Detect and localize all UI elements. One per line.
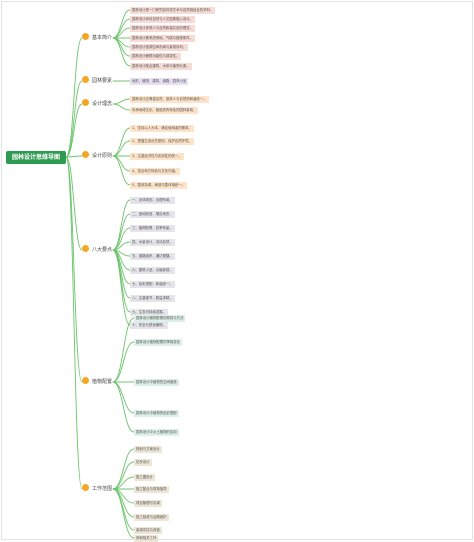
leaf-node[interactable]: 园林设计中乡土植物的应用 <box>134 428 179 436</box>
leaf-node[interactable]: 地形、植物、建筑、道路、园林小品 <box>130 77 189 85</box>
leaf-node[interactable]: 5、整体协调，局部与整体相统一。 <box>130 181 188 189</box>
branch-node[interactable]: 设计理念 <box>82 99 115 109</box>
leaf-connector <box>112 37 131 67</box>
leaf-node[interactable]: 1、坚持以人为本，满足使用者的需求。 <box>130 124 194 132</box>
leaf-node[interactable]: 园林设计植物配置的季相变化 <box>134 338 183 346</box>
branch-label: 设计原则 <box>92 153 113 159</box>
branch-bullet-icon <box>82 33 89 40</box>
leaf-connector <box>112 448 135 490</box>
leaf-node[interactable]: 园林设计体现人与自然和谐共处的理念。 <box>130 24 196 32</box>
leaf-connector <box>112 488 135 539</box>
leaf-node[interactable]: 4、突出地方特色与文化内涵。 <box>130 167 181 175</box>
leaf-node[interactable]: 五、道路组织，通达便捷。 <box>130 252 175 260</box>
leaf-node[interactable]: 三、植物配置，四季有景。 <box>130 224 175 232</box>
branch-label: 基本简介 <box>92 35 113 41</box>
branch-node[interactable]: 植物配置 <box>82 377 115 387</box>
leaf-connector <box>112 9 131 39</box>
leaf-node[interactable]: 施工图设计 <box>134 473 155 481</box>
leaf-node[interactable]: 六、建筑小品，点缀景观。 <box>130 266 175 274</box>
leaf-node[interactable]: 园林设计需考虑场地、气候与植物条件。 <box>130 34 196 42</box>
leaf-node[interactable]: 七、色彩搭配，和谐统一。 <box>130 280 175 288</box>
leaf-node[interactable]: 四、水景设计，灵动自然。 <box>130 238 175 246</box>
leaf-node[interactable]: 竣工验收与后期维护 <box>134 513 169 521</box>
leaf-node[interactable]: 传承地域文化，营造具有特色的园林景观。 <box>130 106 199 114</box>
leaf-node[interactable]: 园林设计应尊重自然，追求人与自然的和谐统一。 <box>130 95 209 103</box>
leaf-connector <box>112 213 131 251</box>
leaf-node[interactable]: 十、安全与舒适兼顾。 <box>130 321 168 329</box>
branch-bullet-icon <box>82 76 89 83</box>
leaf-connector <box>112 461 135 490</box>
branch-label: 工作范围 <box>92 486 113 492</box>
leaf-node[interactable]: 一、总体规划，合理布局。 <box>130 196 175 204</box>
branch-bullet-icon <box>82 484 89 491</box>
branch-label: 园林要素 <box>92 78 113 84</box>
leaf-node[interactable]: 八、注重细节，精益求精。 <box>130 294 175 302</box>
leaf-connector <box>112 155 131 186</box>
leaf-node[interactable]: 初步设计 <box>134 458 152 466</box>
leaf-node[interactable]: 二、因地制宜，顺应地形。 <box>130 210 175 218</box>
branch-node[interactable]: 基本简介 <box>82 33 115 43</box>
branch-node[interactable]: 园林要素 <box>82 76 115 86</box>
leaf-connector <box>112 341 135 383</box>
leaf-node[interactable]: 园林设计植物配置的原则与方法 <box>134 314 186 322</box>
branch-connector <box>65 103 83 158</box>
branch-bullet-icon <box>82 377 89 384</box>
root-node-title[interactable]: 园林设计思维导图 <box>6 151 66 164</box>
leaf-node[interactable]: 3、注重经济性与实用性的统一。 <box>130 152 184 160</box>
leaf-node[interactable]: 九、生态可持续发展。 <box>130 308 168 316</box>
leaf-connector <box>112 488 135 531</box>
leaf-node[interactable]: 园林设计中植物的空间营造 <box>134 378 179 386</box>
branch-label: 八大要点 <box>92 247 113 253</box>
leaf-node[interactable]: 园林设计中植物的色彩搭配 <box>134 409 179 417</box>
branch-bullet-icon <box>82 151 89 158</box>
branch-node[interactable]: 工作范围 <box>82 484 115 494</box>
branch-bullet-icon <box>82 99 89 106</box>
leaf-connector <box>112 317 135 383</box>
leaf-node[interactable]: 其他相关工作 <box>134 534 159 542</box>
branch-node[interactable]: 八大要点 <box>82 245 115 255</box>
leaf-node[interactable]: 施工配合与现场指导 <box>134 485 169 493</box>
leaf-connector <box>112 103 131 111</box>
branch-bullet-icon <box>82 245 89 252</box>
branch-label: 设计理念 <box>92 101 113 107</box>
leaf-node[interactable]: 景观评估与改造 <box>134 526 162 534</box>
leaf-connector <box>112 249 131 326</box>
branch-connector <box>65 156 83 251</box>
branch-label: 植物配置 <box>92 379 113 385</box>
leaf-node[interactable]: 园林设计兼顾功能性与观赏性。 <box>130 52 182 60</box>
leaf-node[interactable]: 2、遵循生态优先原则，保护自然环境。 <box>130 137 194 145</box>
branch-connector <box>65 37 83 158</box>
leaf-node[interactable]: 规划与方案设计 <box>134 445 162 453</box>
leaf-connector <box>112 155 131 172</box>
leaf-node[interactable]: 园林设计师将自然与人文因素融入设计。 <box>130 15 196 23</box>
leaf-node[interactable]: 园林设计强调空间布局与景观序列。 <box>130 43 189 51</box>
leaf-connector <box>112 98 131 105</box>
branch-connector <box>65 156 83 383</box>
leaf-node[interactable]: 园林设计是一门研究如何将艺术与自然相结合的学科， <box>130 6 216 14</box>
leaf-node[interactable]: 园林设计融合建筑、水体与植物元素。 <box>130 62 192 70</box>
branch-node[interactable]: 设计原则 <box>82 151 115 161</box>
branch-connector <box>65 156 83 490</box>
leaf-node[interactable]: 项目管理与协调 <box>134 499 162 507</box>
branch-connector <box>65 155 83 158</box>
leaf-connector <box>112 381 135 433</box>
